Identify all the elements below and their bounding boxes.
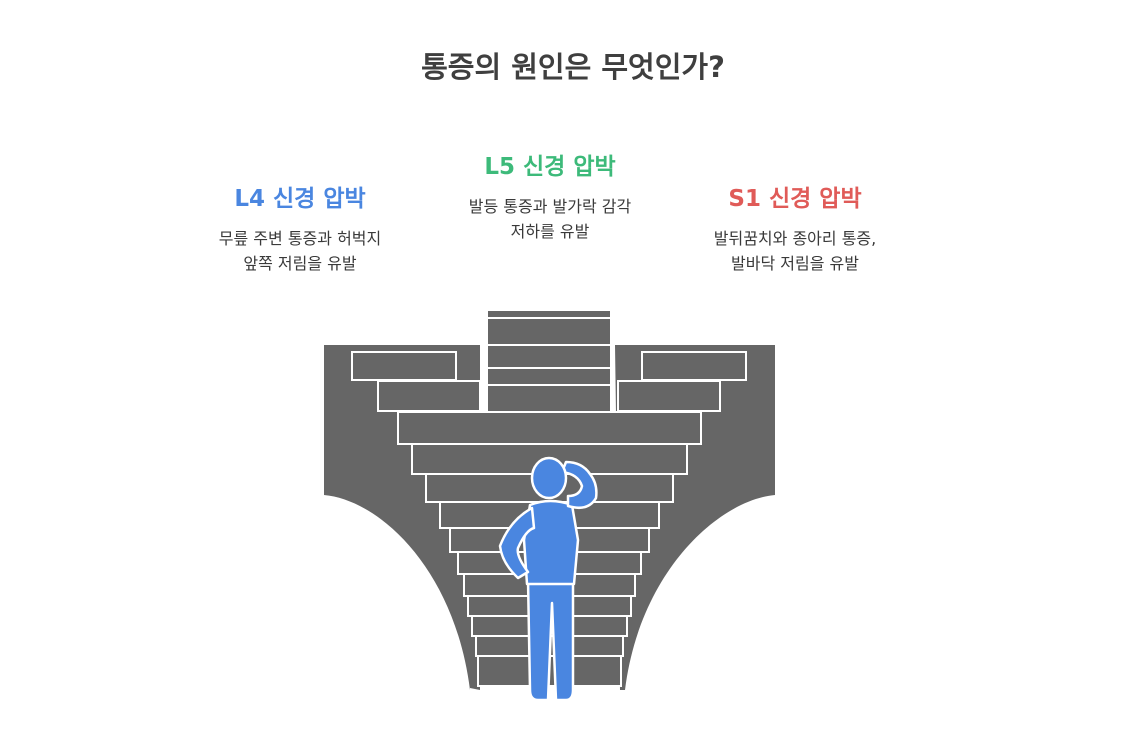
- s1-description-line: 발뒤꿈치와 종아리 통증,: [713, 229, 877, 248]
- s1-description-line: 발바닥 저림을 유발: [731, 254, 859, 273]
- left-middle-step: [377, 380, 481, 412]
- l5-description: 발등 통증과 발가락 감각 저하를 유발: [430, 194, 670, 244]
- stair-step: [397, 411, 702, 445]
- s1-label: S1 신경 압박: [728, 186, 862, 212]
- l5-description-line: 발등 통증과 발가락 감각: [468, 197, 632, 216]
- l4-label: L4 신경 압박: [234, 186, 366, 212]
- l4-description-line: 앞쪽 저림을 유발: [243, 254, 357, 273]
- person-legs: [526, 578, 575, 702]
- l5-description-line: 저하를 유발: [510, 222, 590, 241]
- s1-description: 발뒤꿈치와 종아리 통증, 발바닥 저림을 유발: [675, 226, 915, 276]
- person-right-arm: [560, 460, 598, 509]
- left-upper-step: [351, 351, 457, 381]
- person-torso: [522, 499, 580, 586]
- person-figure: [498, 456, 598, 702]
- l4-description: 무릎 주변 통증과 허벅지 앞쪽 저림을 유발: [180, 226, 420, 276]
- center-column: [488, 311, 610, 411]
- person-head: [530, 456, 568, 500]
- l5-label: L5 신경 압박: [484, 154, 616, 180]
- l4-description-line: 무릎 주변 통증과 허벅지: [218, 229, 382, 248]
- page-title: 통증의 원인은 무엇인가?: [421, 50, 725, 84]
- right-upper-step: [641, 351, 747, 381]
- person-left-arm: [498, 506, 536, 580]
- right-middle-step: [617, 380, 721, 412]
